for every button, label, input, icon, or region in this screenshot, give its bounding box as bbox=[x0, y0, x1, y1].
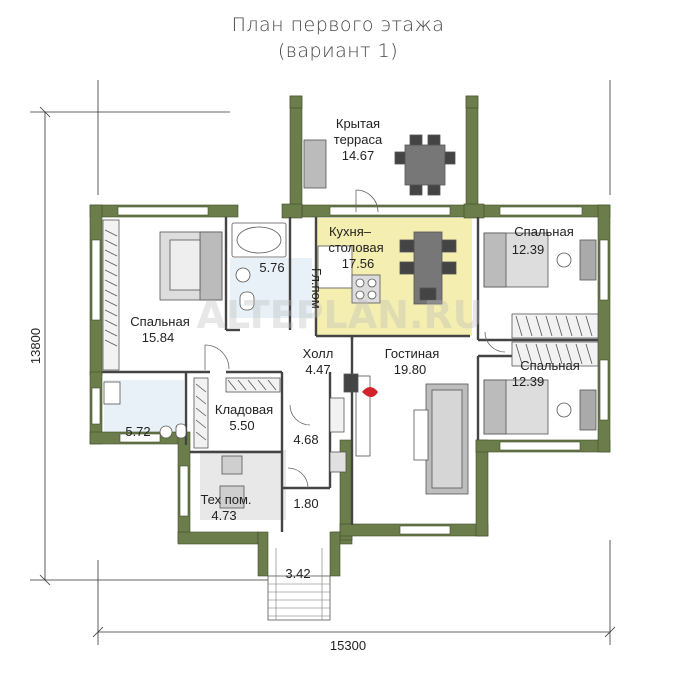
tech-name: Тех пом. bbox=[200, 492, 251, 507]
bedroom-bottom-right-name: Спальная bbox=[520, 358, 579, 373]
terrace-area: 14.67 bbox=[342, 148, 375, 163]
watermark: ALTEPLAN.RU bbox=[196, 293, 483, 337]
dimension-height: 13800 bbox=[28, 328, 43, 364]
plan-subtitle: (вариант 1) bbox=[277, 40, 399, 62]
corridor-area: 4.68 bbox=[293, 432, 318, 447]
porch-steps bbox=[268, 548, 330, 620]
dimension-lines bbox=[30, 80, 616, 645]
kitchen-name-2: столовая bbox=[328, 240, 383, 255]
vestibule-area: 1.80 bbox=[293, 496, 318, 511]
room-labels: Крытая терраса 14.67 Кухня– столовая 17.… bbox=[125, 116, 579, 581]
kitchen-counter bbox=[317, 245, 353, 289]
dimension-width: 15300 bbox=[330, 638, 366, 653]
doors bbox=[204, 189, 506, 489]
terrace-name-1: Крытая bbox=[336, 116, 380, 131]
bedroom-left-name: Спальная bbox=[130, 314, 189, 329]
bath-top-area: 5.76 bbox=[259, 260, 284, 275]
pantry-area: 5.50 bbox=[229, 418, 254, 433]
terrace-name-2: терраса bbox=[334, 132, 383, 147]
pantry-name: Кладовая bbox=[215, 402, 273, 417]
windows bbox=[91, 206, 609, 535]
terrace-table bbox=[404, 144, 446, 186]
plan-title: План первого этажа bbox=[231, 14, 445, 36]
tech-area: 4.73 bbox=[211, 508, 236, 523]
kitchen-name-1: Кухня– bbox=[329, 224, 372, 239]
porch-area: 3.42 bbox=[285, 566, 310, 581]
furniture bbox=[102, 134, 599, 621]
bedroom-top-right-area: 12.39 bbox=[512, 242, 545, 257]
living-name: Гостиная bbox=[385, 346, 440, 361]
hall-area: 4.47 bbox=[305, 362, 330, 377]
terrace-sofa bbox=[303, 139, 327, 189]
living-area: 19.80 bbox=[394, 362, 427, 377]
bedroom-top-right-name: Спальная bbox=[514, 224, 573, 239]
bedroom-bottom-right-area: 12.39 bbox=[512, 374, 545, 389]
hall-name: Холл bbox=[303, 346, 334, 361]
fireplace-icon bbox=[362, 387, 378, 397]
bath-bottom-area: 5.72 bbox=[125, 424, 150, 439]
laundry-label: Гл.пом bbox=[309, 268, 324, 309]
kitchen-area: 17.56 bbox=[342, 256, 375, 271]
bedroom-left-area: 15.84 bbox=[142, 330, 175, 345]
